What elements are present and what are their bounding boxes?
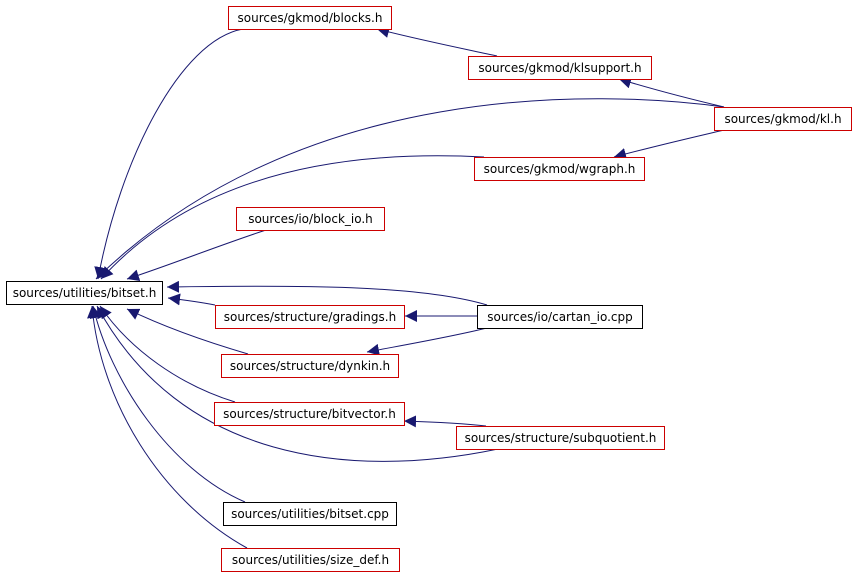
node-box [223, 502, 397, 526]
node-size-def-h[interactable]: sources/utilities/size_def.h [221, 548, 400, 572]
node-label: sources/structure/bitvector.h [223, 407, 396, 421]
edge-size_def_h-to-bitset_h [87, 305, 248, 549]
node-box [221, 548, 400, 572]
node-label: sources/structure/subquotient.h [465, 431, 657, 445]
edge-cartan_io_cpp-to-bitset_h [166, 280, 488, 306]
node-bitset-cpp[interactable]: sources/utilities/bitset.cpp [223, 502, 397, 526]
edge-blocks_h-to-bitset_h [94, 28, 244, 280]
node-subquotient-h[interactable]: sources/structure/subquotient.h [456, 426, 665, 450]
node-kl-h[interactable]: sources/gkmod/kl.h [714, 107, 852, 131]
node-label: sources/gkmod/kl.h [724, 112, 841, 126]
node-box [468, 56, 652, 80]
node-wgraph-h[interactable]: sources/gkmod/wgraph.h [474, 157, 645, 181]
edge-subquotient_h-to-bitset_h [96, 305, 499, 462]
node-gradings-h[interactable]: sources/structure/gradings.h [215, 305, 405, 329]
node-box [474, 157, 645, 181]
edge-cartan_io_cpp-to-dynkin_h [366, 327, 488, 356]
edge-wgraph_h-to-bitset_h [100, 155, 485, 280]
node-box [228, 6, 392, 30]
node-klsupport-h[interactable]: sources/gkmod/klsupport.h [468, 56, 652, 80]
node-box [215, 305, 405, 329]
node-label: sources/gkmod/wgraph.h [484, 162, 636, 176]
node-dynkin-h[interactable]: sources/structure/dynkin.h [221, 354, 399, 378]
node-label: sources/structure/gradings.h [224, 310, 396, 324]
edge-kl_h-to-wgraph_h [613, 129, 725, 160]
node-box [456, 426, 665, 450]
node-box [236, 207, 385, 231]
edge-kl_h-to-bitset_h [95, 98, 725, 280]
node-box [477, 305, 643, 329]
node-bitvector-h[interactable]: sources/structure/bitvector.h [214, 402, 405, 426]
nodes: sources/utilities/bitset.h sources/gkmod/… [6, 6, 852, 572]
node-block-io-h[interactable]: sources/io/block_io.h [236, 207, 385, 231]
node-box [214, 402, 405, 426]
node-label: sources/utilities/bitset.h [13, 286, 157, 300]
node-label: sources/utilities/size_def.h [232, 553, 389, 567]
node-blocks-h[interactable]: sources/gkmod/blocks.h [228, 6, 392, 30]
edge-bitvector_h-to-bitset_h [99, 305, 236, 403]
edge-gradings_h-to-bitset_h [167, 293, 216, 306]
node-label: sources/io/block_io.h [248, 212, 373, 226]
node-bitset-h[interactable]: sources/utilities/bitset.h [6, 281, 163, 305]
edge-klsupport_h-to-blocks_h [376, 26, 498, 57]
edge-dynkin_h-to-bitset_h [126, 308, 249, 355]
node-label: sources/structure/dynkin.h [230, 359, 390, 373]
node-box [221, 354, 399, 378]
edge-kl_h-to-klsupport_h [618, 76, 725, 108]
node-label: sources/gkmod/blocks.h [238, 11, 383, 25]
edges [87, 26, 725, 549]
node-box [714, 107, 852, 131]
node-box [6, 281, 163, 305]
edge-block_io_h-to-bitset_h [126, 229, 267, 281]
node-label: sources/io/cartan_io.cpp [487, 310, 633, 324]
edge-subquotient_h-to-bitvector_h [403, 415, 487, 428]
node-cartan-io-cpp[interactable]: sources/io/cartan_io.cpp [477, 305, 643, 329]
node-label: sources/gkmod/klsupport.h [478, 61, 641, 75]
edge-bitset_cpp-to-bitset_h [89, 305, 246, 503]
node-label: sources/utilities/bitset.cpp [231, 507, 389, 521]
